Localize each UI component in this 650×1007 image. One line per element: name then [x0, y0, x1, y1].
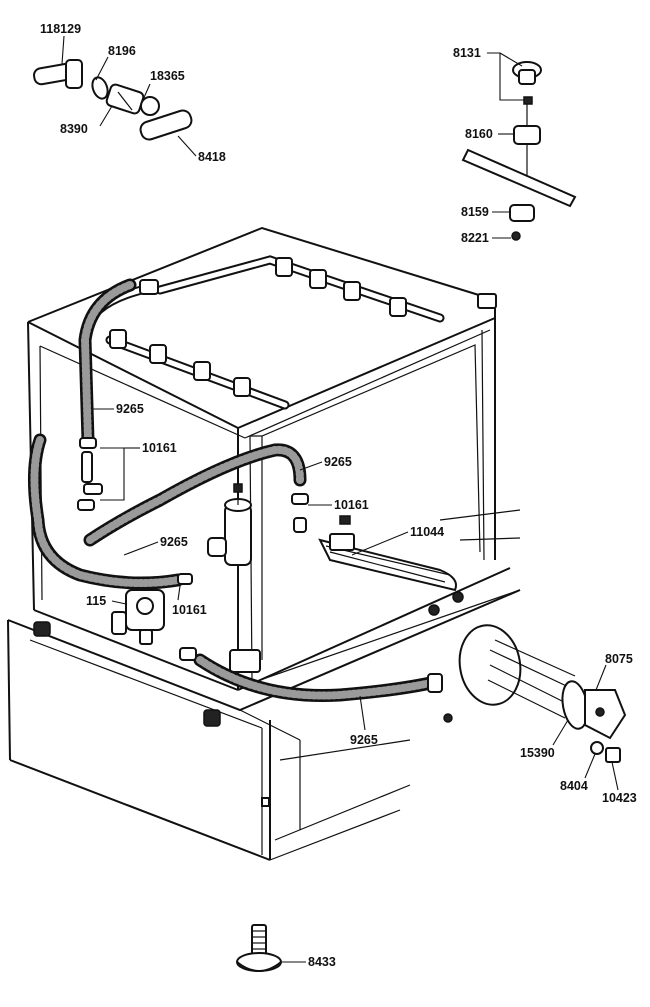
label-15390: 15390	[520, 746, 555, 760]
cabinet-frame	[7, 226, 521, 861]
leader-lines-inlet	[61, 35, 197, 157]
label-8221: 8221	[461, 231, 489, 245]
side-heater-assembly	[443, 624, 627, 763]
inlet-fitting-assembly	[33, 59, 193, 141]
label-18365: 18365	[150, 69, 185, 83]
label-8418: 8418	[198, 150, 226, 164]
label-8159: 8159	[461, 205, 489, 219]
label-118129: 118129	[40, 22, 81, 36]
hoses	[27, 278, 442, 703]
label-115: 115	[86, 594, 106, 608]
label-9265-a: 9265	[116, 402, 144, 416]
label-10161-b: 10161	[334, 498, 369, 512]
leveling-foot-8433	[236, 924, 306, 972]
label-8131: 8131	[453, 46, 481, 60]
leader-lines-nozzle	[487, 52, 524, 239]
label-10423: 10423	[602, 791, 637, 805]
label-9265-b: 9265	[324, 455, 352, 469]
label-11044: 11044	[410, 525, 444, 539]
label-8196: 8196	[108, 44, 136, 58]
label-8160: 8160	[465, 127, 493, 141]
leader-lines-main	[92, 408, 619, 791]
spray-manifold	[80, 255, 497, 410]
label-8433: 8433	[308, 955, 336, 969]
label-9265-d: 9265	[350, 733, 378, 747]
label-8390: 8390	[60, 122, 88, 136]
hose-clamps	[77, 437, 443, 693]
heating-element	[318, 533, 464, 616]
label-8075: 8075	[605, 652, 633, 666]
label-8404: 8404	[560, 779, 588, 793]
nozzle-detail-assembly	[461, 61, 577, 241]
label-10161-c: 10161	[172, 603, 207, 617]
pump-assembly	[207, 483, 252, 566]
inlet-valve-115	[111, 589, 165, 645]
label-9265-c: 9265	[160, 535, 188, 549]
label-10161-a: 10161	[142, 441, 177, 455]
